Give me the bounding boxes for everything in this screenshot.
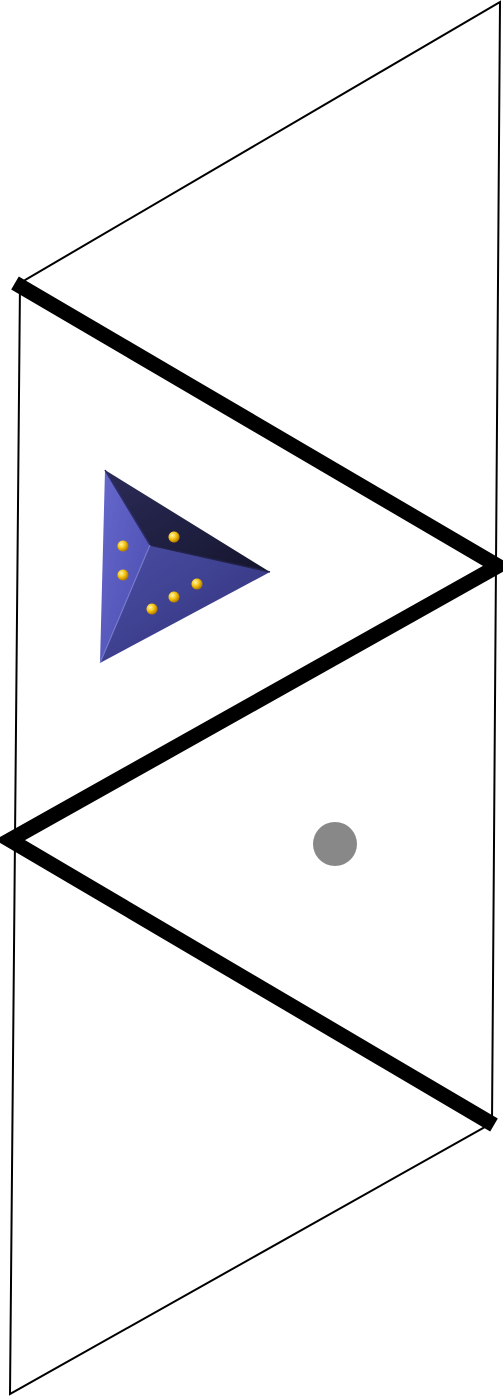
- pip-top-1: [169, 532, 180, 543]
- tetrahedron-die-icon: [100, 470, 270, 663]
- pip-bottom-2: [169, 592, 180, 603]
- pip-left-2: [118, 570, 129, 581]
- pip-left-1: [118, 541, 129, 552]
- gray-dot-marker: [313, 822, 357, 866]
- pip-bottom-3: [147, 604, 158, 615]
- pip-bottom-1: [192, 579, 203, 590]
- zigzag-fold-lines: [10, 283, 498, 1125]
